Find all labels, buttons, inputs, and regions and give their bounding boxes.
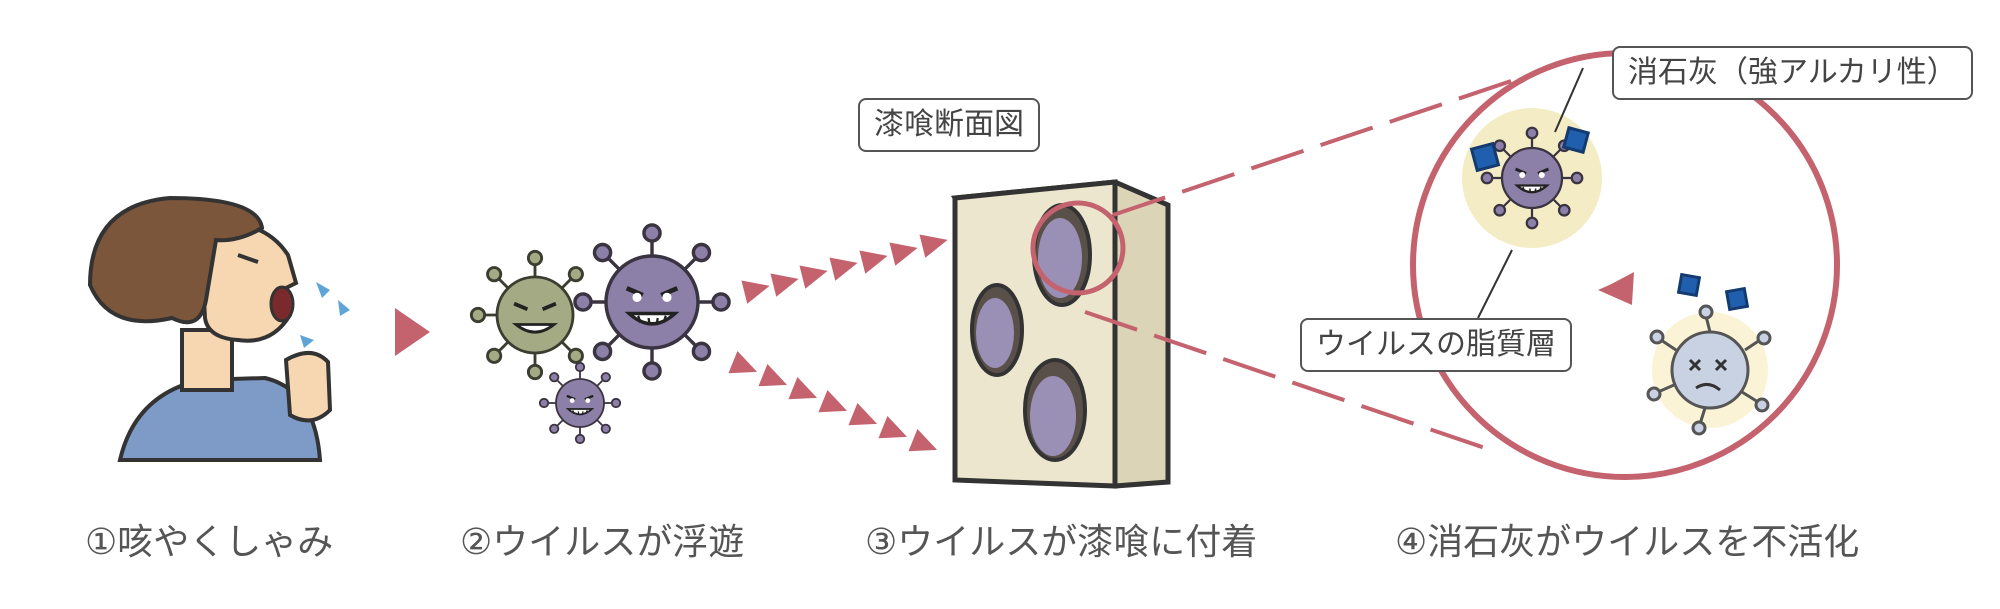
lipid-layer-label: ウイルスの脂質層	[1300, 318, 1572, 372]
lime-particle-icon	[1469, 141, 1501, 173]
plaster-block-icon	[950, 179, 1171, 489]
zoom-focus-circle	[1030, 200, 1126, 296]
step-3-caption: ③ウイルスが漆喰に付着	[865, 522, 1258, 563]
virus-motion-trail	[728, 228, 951, 461]
inactivation-arrow	[1604, 272, 1634, 304]
step-1-caption: ①咳やくしゃみ	[85, 522, 334, 563]
floating-virus-icon	[469, 225, 729, 445]
lime-particle-icon	[1561, 125, 1591, 155]
step-4-caption: ④消石灰がウイルスを不活化	[1395, 522, 1860, 563]
plaster-section-label: 漆喰断面図	[858, 98, 1040, 152]
step-2-caption: ②ウイルスが浮遊	[460, 522, 745, 563]
sneezing-person-icon	[87, 195, 350, 462]
slaked-lime-label: 消石灰（強アルカリ性）	[1612, 46, 1973, 100]
magnified-view	[1410, 50, 1840, 480]
flow-arrow-1	[395, 308, 430, 356]
inactivated-virus-icon	[1646, 272, 1772, 436]
